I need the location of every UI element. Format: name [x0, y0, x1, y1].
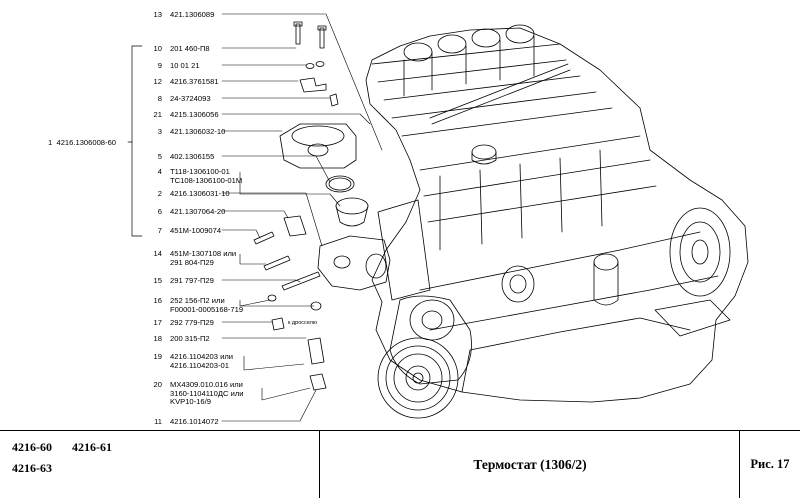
callout-part-code: 421.1307064-20 [170, 207, 226, 216]
title-block: 4216-60 4216-61 4216-63 Термостат (1306/… [0, 430, 800, 498]
throttle-note: к дросселю [288, 320, 317, 326]
callout-number: 11 [154, 417, 162, 426]
callout-part-code: KVP10-16/9 [170, 397, 211, 407]
callout-part-code: 200 315-П2 [170, 334, 210, 343]
callout-number: 20 [153, 380, 162, 389]
engine-block [365, 24, 749, 419]
callout-part-code: 3160-1104110ДС или [170, 388, 244, 398]
callout-number: 9 [157, 61, 162, 70]
callout-part-code: 4216.1014072 [170, 417, 219, 426]
callout-part-code: 451М-1009074 [170, 226, 222, 235]
callout-number: 10 [153, 44, 162, 53]
callout-part-code: 451М-1307108 или [170, 249, 237, 258]
engine-drawing [127, 13, 749, 422]
callout-number: 17 [153, 318, 162, 327]
callout-part-code: МХ4309.010.016 или [170, 380, 243, 389]
model-1: 4216-60 [12, 440, 52, 454]
callout-part-code: 4215.1306056 [170, 110, 219, 119]
callout-number: 19 [153, 352, 162, 361]
callout-part-code: 201 460-П8 [170, 44, 210, 53]
callout-part-code: 291 797-П29 [170, 276, 214, 285]
callout-number: 3 [157, 127, 162, 136]
callout-part-code: 4216.1104203 или [170, 352, 234, 361]
thermostat-parts [253, 21, 391, 391]
callout-part-code: 252 156-П2 или [170, 296, 225, 305]
callout-number: 14 [153, 249, 162, 258]
callout-part-code: 421.1306032-10 [170, 127, 226, 136]
callout-part-code: 291 804-П29 [170, 257, 214, 267]
callout-number: 12 [153, 77, 162, 86]
callout-part-code: ТС108-1306100-01М [170, 175, 243, 185]
assembly-bracket [127, 45, 143, 237]
callout-part-code: 402.1306155 [170, 152, 215, 161]
callout-number: 15 [153, 276, 162, 285]
model-cell: 4216-60 4216-61 4216-63 [0, 431, 320, 498]
title-cell: Термостат (1306/2) [320, 431, 740, 498]
callout-number: 21 [153, 110, 162, 119]
callout-part-code: 24-3724093 [170, 94, 211, 103]
callout-number: 4 [157, 167, 162, 176]
callout-number: 2 [157, 189, 162, 198]
callout-number: 13 [153, 10, 162, 19]
assembly-label: 1 4216.1306008-60 [48, 138, 116, 147]
callout-part-code: F00001-0005168-719 [170, 304, 244, 314]
assembly-number: 1 [48, 138, 53, 147]
callout-number: 6 [157, 207, 162, 216]
callout-number: 16 [153, 296, 162, 305]
model-2: 4216-61 [72, 440, 112, 454]
callout-part-code: 4216.1306031-10 [170, 189, 230, 198]
callout-part-code: Т118-1306100-01 [170, 167, 230, 176]
assembly-code: 4216.1306008-60 [56, 138, 117, 147]
figure-cell: Рис. 17 [740, 431, 800, 498]
callout-number: 5 [157, 152, 162, 161]
figure-number: Рис. 17 [750, 457, 790, 471]
callout-part-code: 10 01 21 [170, 61, 200, 70]
callout-number: 18 [153, 334, 162, 343]
callout-part-code: 292 779-П29 [170, 318, 214, 327]
callout-part-code: 4216.1104203-01 [170, 360, 229, 370]
leader-lines [221, 13, 383, 422]
callout-number: 8 [157, 94, 162, 103]
callout-number: 7 [157, 226, 162, 235]
model-3: 4216-63 [12, 461, 52, 475]
callout-part-code: 4216.3761581 [170, 77, 219, 86]
callout-part-code: 421.1306089 [170, 10, 215, 19]
page-title: Термостат (1306/2) [473, 457, 587, 472]
